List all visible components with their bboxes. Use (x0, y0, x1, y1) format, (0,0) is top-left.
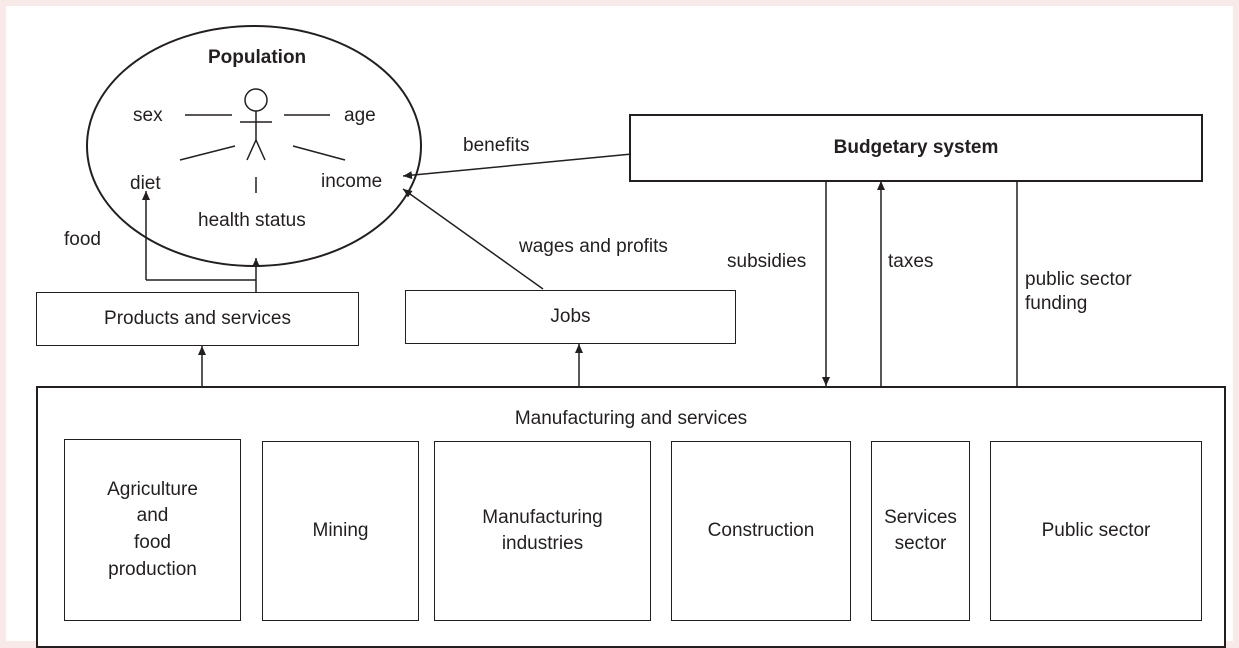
products-services-label: Products and services (104, 308, 291, 330)
budgetary-system-label: Budgetary system (833, 137, 999, 159)
manufacturing-line-1: Manufacturing (482, 507, 603, 529)
diet-connector (179, 145, 236, 161)
person-icon (240, 88, 272, 161)
jobs-label: Jobs (550, 306, 591, 328)
jobs-box: Jobs (405, 290, 736, 344)
public-sector-label: Public sector (1041, 520, 1151, 542)
benefits-label: benefits (463, 135, 530, 156)
agriculture-line-4: production (108, 558, 197, 580)
health-status-label: health status (198, 210, 306, 231)
population-title: Population (208, 47, 307, 68)
wages-arrow (402, 188, 544, 290)
income-label: income (321, 171, 383, 192)
agriculture-line-3: food (134, 532, 171, 553)
subsidies-label: subsidies (727, 251, 807, 272)
products-services-box: Products and services (36, 292, 359, 346)
income-connector (292, 145, 346, 161)
agriculture-line-1: Agriculture (107, 478, 198, 500)
construction-label: Construction (707, 520, 815, 542)
public-funding-label-1: public sector (1025, 269, 1132, 290)
wages-profits-label: wages and profits (519, 236, 668, 257)
food-label: food (64, 229, 101, 250)
taxes-label: taxes (888, 251, 934, 272)
budgetary-system-box: Budgetary system (629, 114, 1203, 182)
age-label: age (344, 105, 376, 126)
services-line-2: sector (894, 533, 947, 554)
sector-agriculture: Agriculture and food production (64, 439, 241, 621)
services-line-1: Services (884, 507, 957, 529)
public-funding-label-2: funding (1025, 293, 1088, 314)
sector-construction: Construction (671, 441, 851, 621)
manufacturing-line-2: industries (501, 533, 584, 554)
agriculture-line-2: and (136, 505, 169, 527)
sector-manufacturing: Manufacturing industries (434, 441, 651, 621)
sector-mining: Mining (262, 441, 419, 621)
sector-services: Services sector (871, 441, 970, 621)
diet-label: diet (130, 173, 161, 194)
sector-public: Public sector (990, 441, 1202, 621)
sex-label: sex (133, 105, 163, 126)
benefits-arrow (402, 153, 633, 180)
manufacturing-services-title: Manufacturing and services (514, 408, 748, 429)
mining-label: Mining (312, 520, 369, 542)
